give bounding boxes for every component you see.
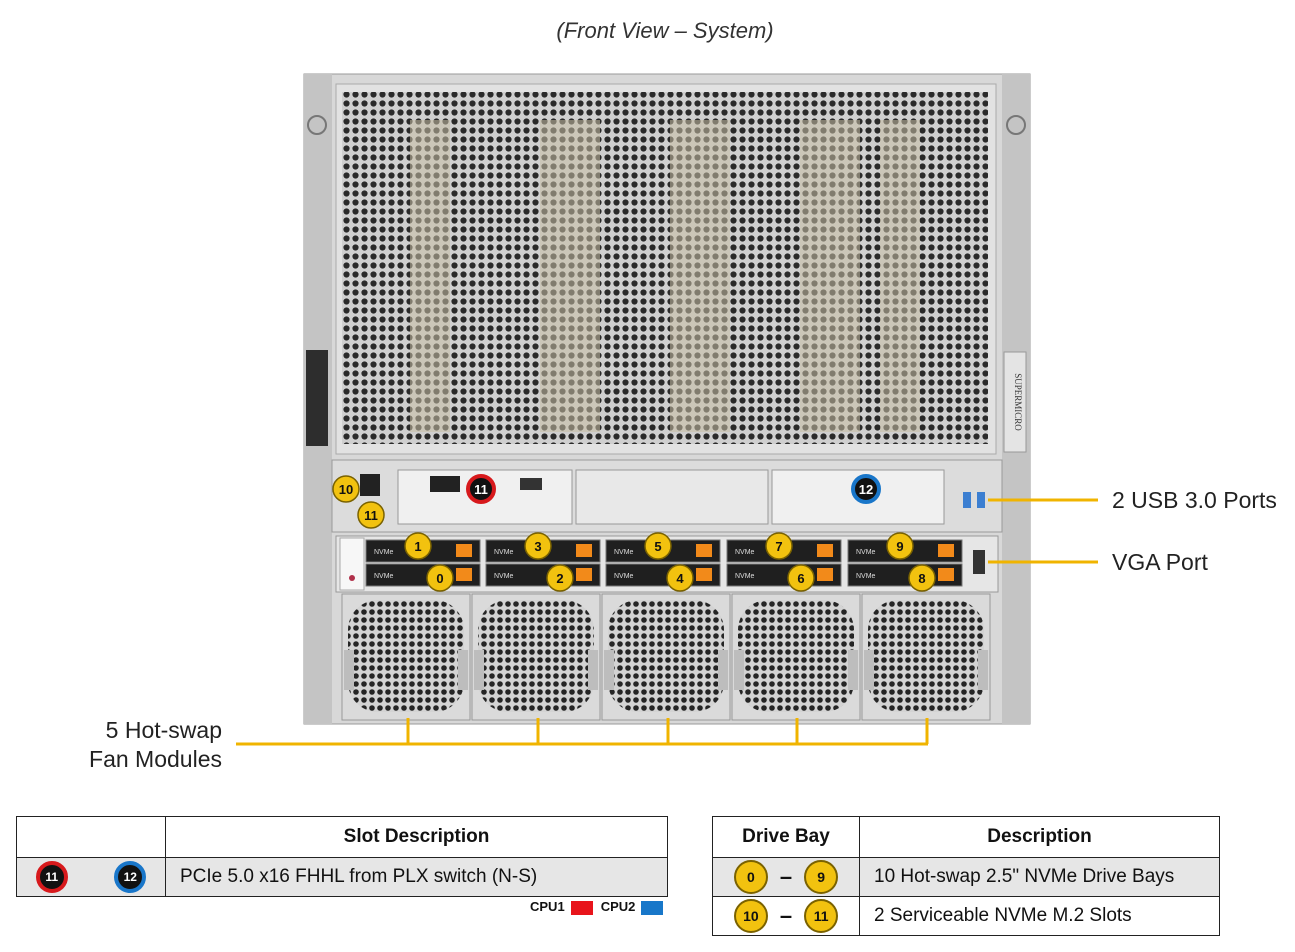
drive-number-badge: 7 [765, 532, 793, 560]
pcie-slot-badge-red: 11 [466, 474, 496, 504]
slot-badge-blue: 12 [114, 861, 147, 893]
usb-ports-label: 2 USB 3.0 Ports [1112, 487, 1277, 513]
nvme-tag: NVMe [856, 573, 876, 580]
svg-text:9: 9 [896, 539, 903, 554]
nvme-tag: NVMe [614, 573, 634, 580]
fan-label-line1: 5 Hot-swap [105, 717, 222, 743]
svg-text:8: 8 [918, 571, 925, 586]
m2-number-badge: 10 [332, 475, 360, 503]
chassis-badges: 10 11 11 12 [332, 474, 881, 529]
fan-module [601, 593, 731, 721]
svg-text:11: 11 [474, 482, 488, 497]
drive-number-badge: 8 [908, 564, 936, 592]
legend-cpu2-swatch [641, 900, 664, 915]
vga-port-label: VGA Port [1112, 549, 1208, 575]
svg-text:2: 2 [556, 571, 563, 586]
drive-number-badge: 6 [787, 564, 815, 592]
nvme-tag: NVMe [735, 549, 755, 556]
drive-number-badge: 9 [886, 532, 914, 560]
nvme-tag: NVMe [374, 549, 394, 556]
drive-range-cell: 0–9 [712, 857, 860, 897]
svg-text:0: 0 [436, 571, 443, 586]
drive-badge: 11 [804, 899, 839, 933]
svg-text:5: 5 [654, 539, 661, 554]
legend-cpu1-swatch [570, 900, 593, 915]
svg-text:12: 12 [859, 482, 873, 497]
drive-bay: NVMe [365, 563, 481, 587]
drive-bays: NVMeNVMeNVMeNVMeNVMeNVMeNVMeNVMeNVMeNVMe… [365, 532, 963, 592]
nvme-tag: NVMe [735, 573, 755, 580]
slot-icons-cell: 11 12 [16, 857, 166, 897]
svg-text:1: 1 [414, 539, 421, 554]
nvme-tag: NVMe [494, 549, 514, 556]
nvme-tag: NVMe [614, 549, 634, 556]
drive-bay-header: Drive Bay [712, 816, 860, 858]
drive-range-cell: 10–11 [712, 896, 860, 936]
drive-description-cell: 10 Hot-swap 2.5" NVMe Drive Bays [859, 857, 1220, 897]
fan-module [731, 593, 861, 721]
fan-module [471, 593, 601, 721]
svg-text:6: 6 [797, 571, 804, 586]
nvme-tag: NVMe [374, 573, 394, 580]
gpu-mesh-panel [335, 83, 997, 455]
drive-bay: NVMe [726, 563, 842, 587]
svg-text:3: 3 [534, 539, 541, 554]
drive-bay: NVMe [605, 563, 721, 587]
cpu-legend: CPU1 CPU2 [530, 899, 671, 915]
drive-number-badge: 2 [546, 564, 574, 592]
fan-modules [341, 593, 991, 721]
drive-number-badge: 5 [644, 532, 672, 560]
server-front-view: SUPERMICRO NVMeNVMeNVMeNVMeNVMeNVMeNVMeN… [236, 73, 1098, 746]
svg-text:4: 4 [676, 571, 684, 586]
svg-text:10: 10 [339, 482, 353, 497]
slot-description-cell: PCIe 5.0 x16 FHHL from PLX switch (N-S) [165, 857, 668, 897]
m2-number-badge: 11 [357, 501, 385, 529]
pcie-slot-badge-blue: 12 [851, 474, 881, 504]
diagram-title: (Front View – System) [556, 18, 774, 43]
callout-lines [236, 498, 1098, 746]
drive-badge: 10 [733, 899, 768, 933]
nvme-tag: NVMe [856, 549, 876, 556]
drive-number-badge: 4 [666, 564, 694, 592]
slot-badge-red: 11 [35, 861, 68, 893]
drive-description-header: Description [859, 816, 1220, 858]
svg-text:7: 7 [775, 539, 782, 554]
fan-module [341, 593, 471, 721]
slot-icons-header [16, 816, 166, 858]
drive-description-cell: 2 Serviceable NVMe M.2 Slots [859, 896, 1220, 936]
fan-modules-label: 5 Hot-swap Fan Modules [70, 716, 222, 774]
drive-badge: 9 [804, 860, 839, 894]
fan-label-line2: Fan Modules [89, 746, 222, 772]
legend-cpu2-label: CPU2 [600, 899, 636, 914]
drive-bay: NVMe [847, 563, 963, 587]
pcie-band [331, 459, 1003, 533]
nvme-tag: NVMe [494, 573, 514, 580]
fan-module [861, 593, 991, 721]
drive-bay: NVMe [485, 563, 601, 587]
drive-bay-table: Drive Bay Description 0–9 10 Hot-swap 2.… [712, 816, 1220, 936]
legend-cpu1-label: CPU1 [530, 899, 565, 914]
svg-text:11: 11 [364, 508, 378, 523]
drive-number-badge: 0 [426, 564, 454, 592]
drive-badge: 0 [733, 860, 768, 894]
drive-number-badge: 1 [404, 532, 432, 560]
slot-description-table: Slot Description 11 12 PCIe 5.0 x16 FHHL… [16, 816, 668, 897]
drive-number-badge: 3 [524, 532, 552, 560]
brand-label: SUPERMICRO [1013, 373, 1023, 431]
slot-description-header: Slot Description [165, 816, 668, 858]
